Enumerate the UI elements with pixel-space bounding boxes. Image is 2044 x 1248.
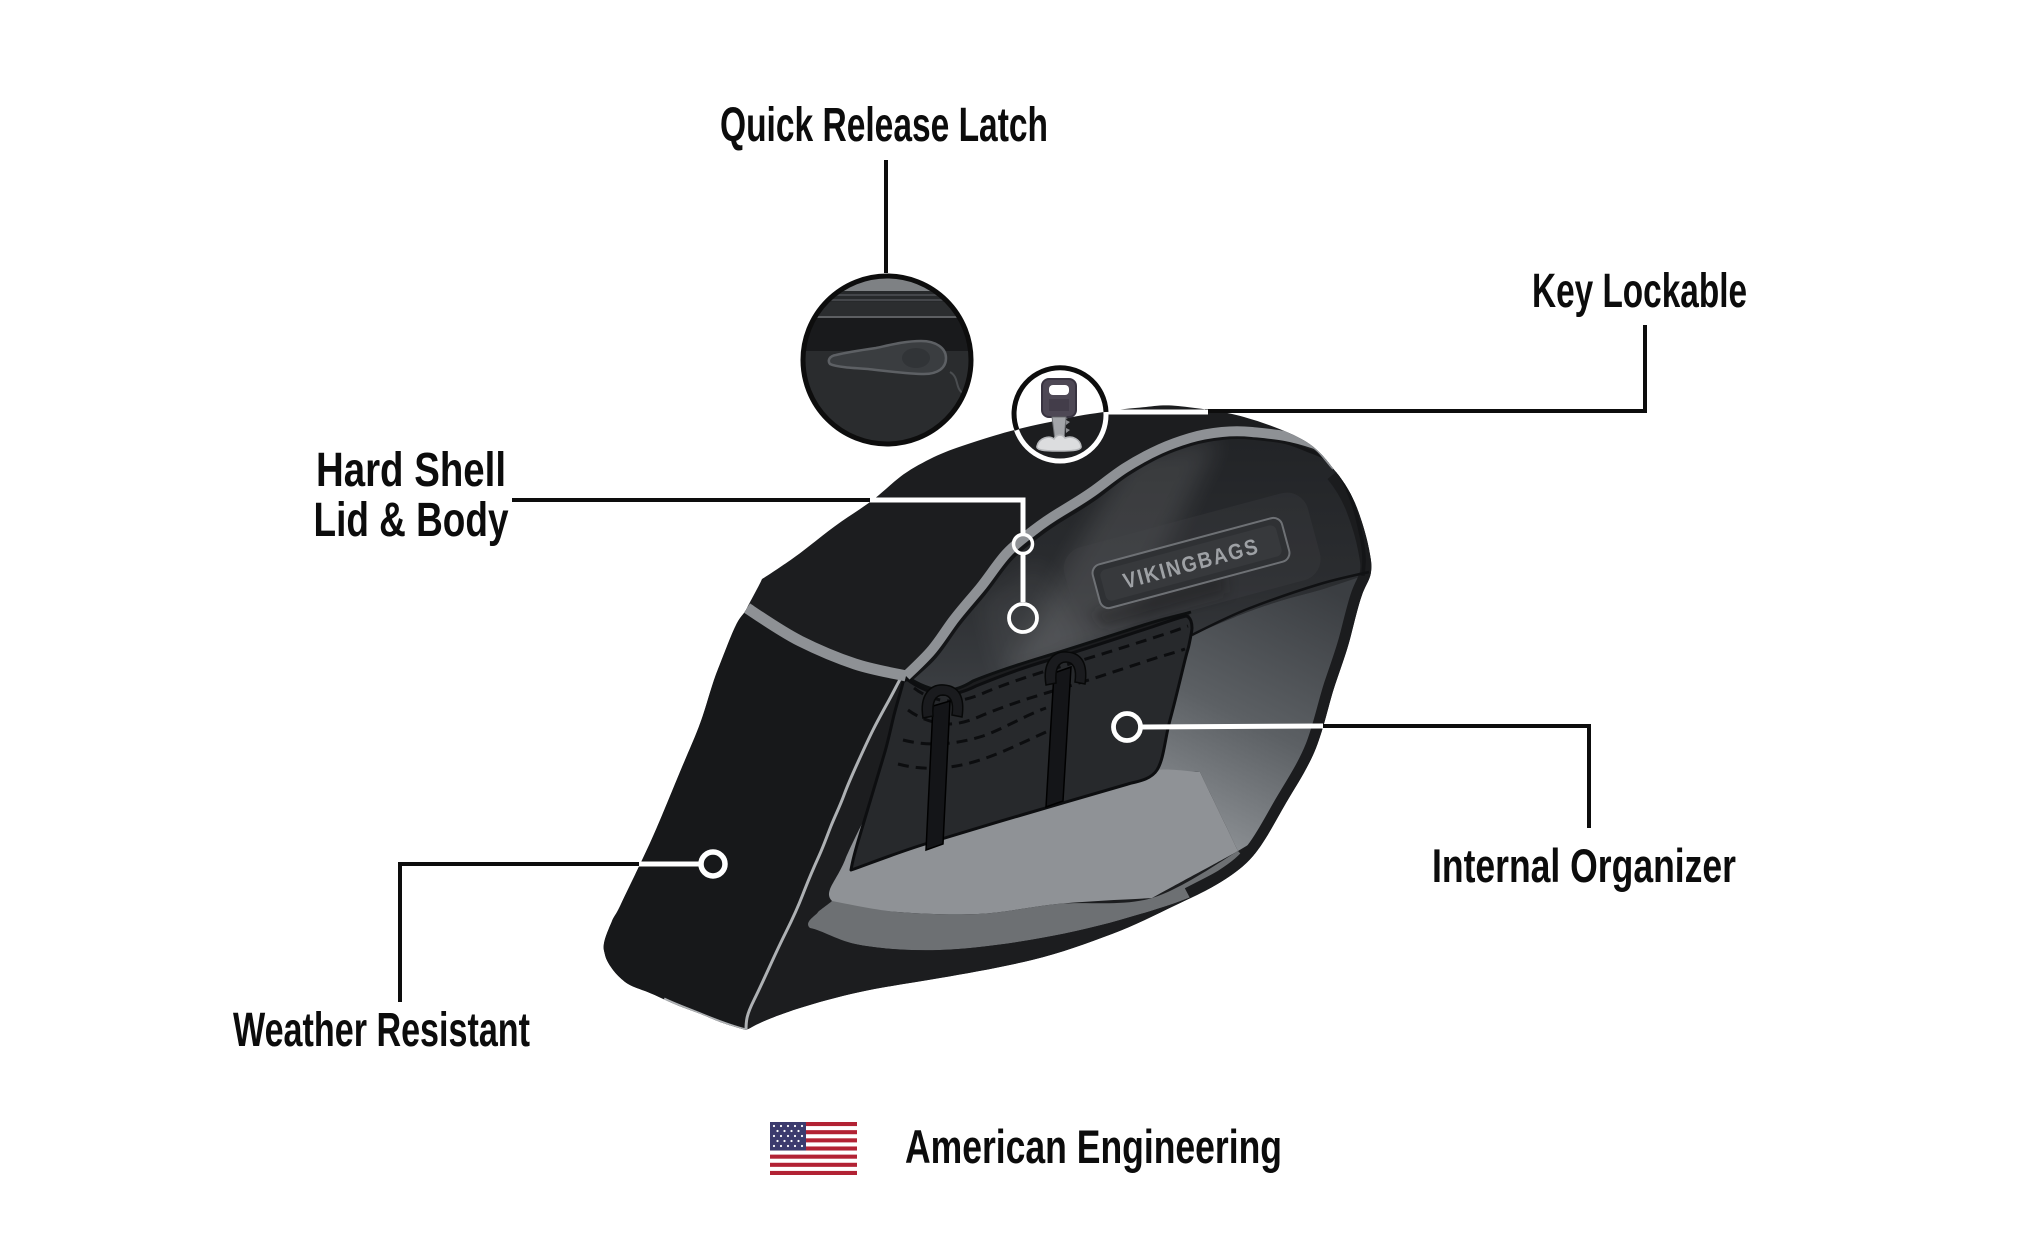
svg-text:Weather Resistant: Weather Resistant <box>233 1004 530 1057</box>
svg-text:Quick Release Latch: Quick Release Latch <box>720 99 1048 152</box>
svg-text:Key Lockable: Key Lockable <box>1532 265 1747 318</box>
svg-text:American Engineering: American Engineering <box>905 1120 1282 1173</box>
svg-text:Lid & Body: Lid & Body <box>314 494 509 547</box>
svg-text:Hard Shell: Hard Shell <box>316 444 506 497</box>
svg-text:Internal Organizer: Internal Organizer <box>1432 839 1736 892</box>
